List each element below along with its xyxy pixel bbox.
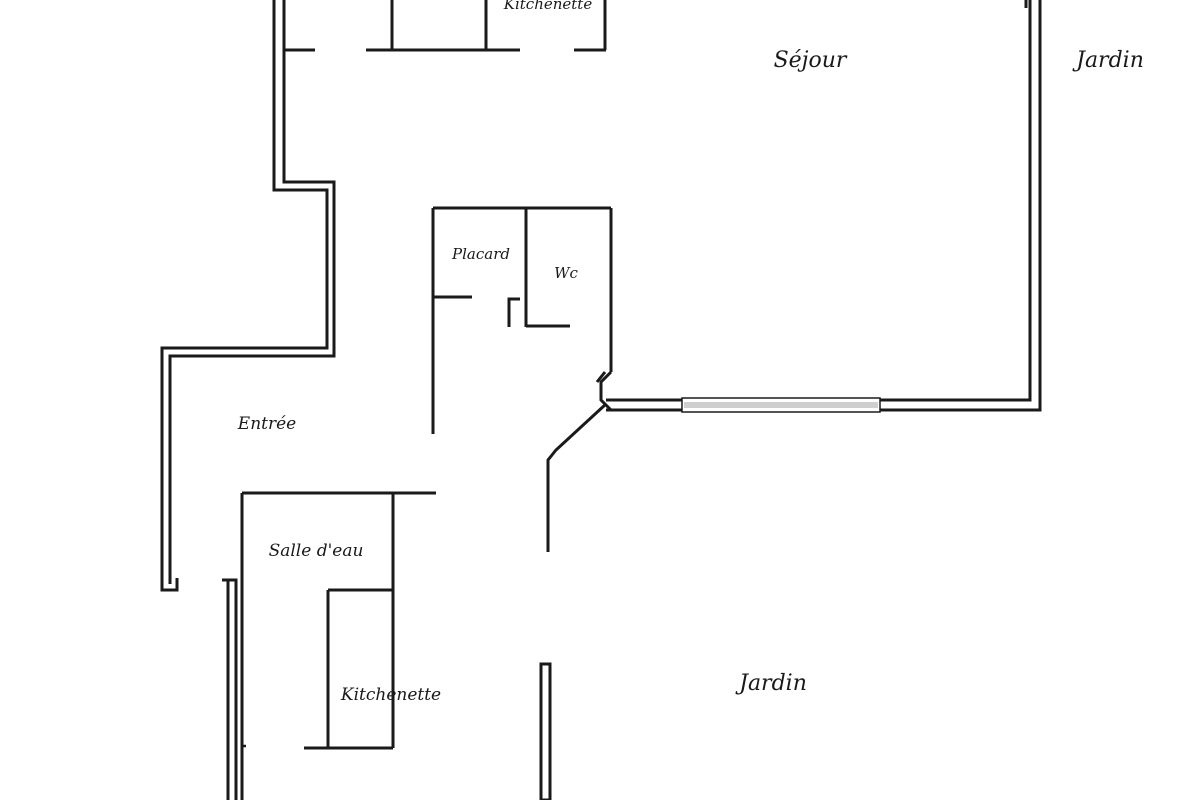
room-label-kitchenette-bottom: Kitchenette: [340, 685, 441, 705]
garden-pillar: [539, 662, 552, 800]
room-label-placard: Placard: [451, 245, 510, 263]
room-label-entree: Entrée: [237, 414, 296, 434]
window-glass: [684, 402, 878, 408]
room-label-wc: Wc: [554, 264, 578, 282]
east-exterior-wall: [880, 0, 1042, 412]
room-label-sejour: Séjour: [774, 48, 848, 73]
room-label-jardin-south: Jardin: [735, 671, 807, 696]
placard-wc-walls: [431, 206, 613, 434]
diagonal-entry-wall: [546, 402, 608, 552]
salle-eau-kitchenette-walls: [222, 491, 436, 800]
top-kitchenette-walls: [284, 0, 607, 52]
west-exterior-wall: [160, 0, 336, 592]
room-label-kitchenette-top: Kitchenette: [503, 0, 593, 13]
room-label-jardin-east: Jardin: [1072, 48, 1144, 73]
room-label-salle-eau: Salle d'eau: [269, 541, 364, 561]
sejour-south-wall: [606, 397, 881, 413]
